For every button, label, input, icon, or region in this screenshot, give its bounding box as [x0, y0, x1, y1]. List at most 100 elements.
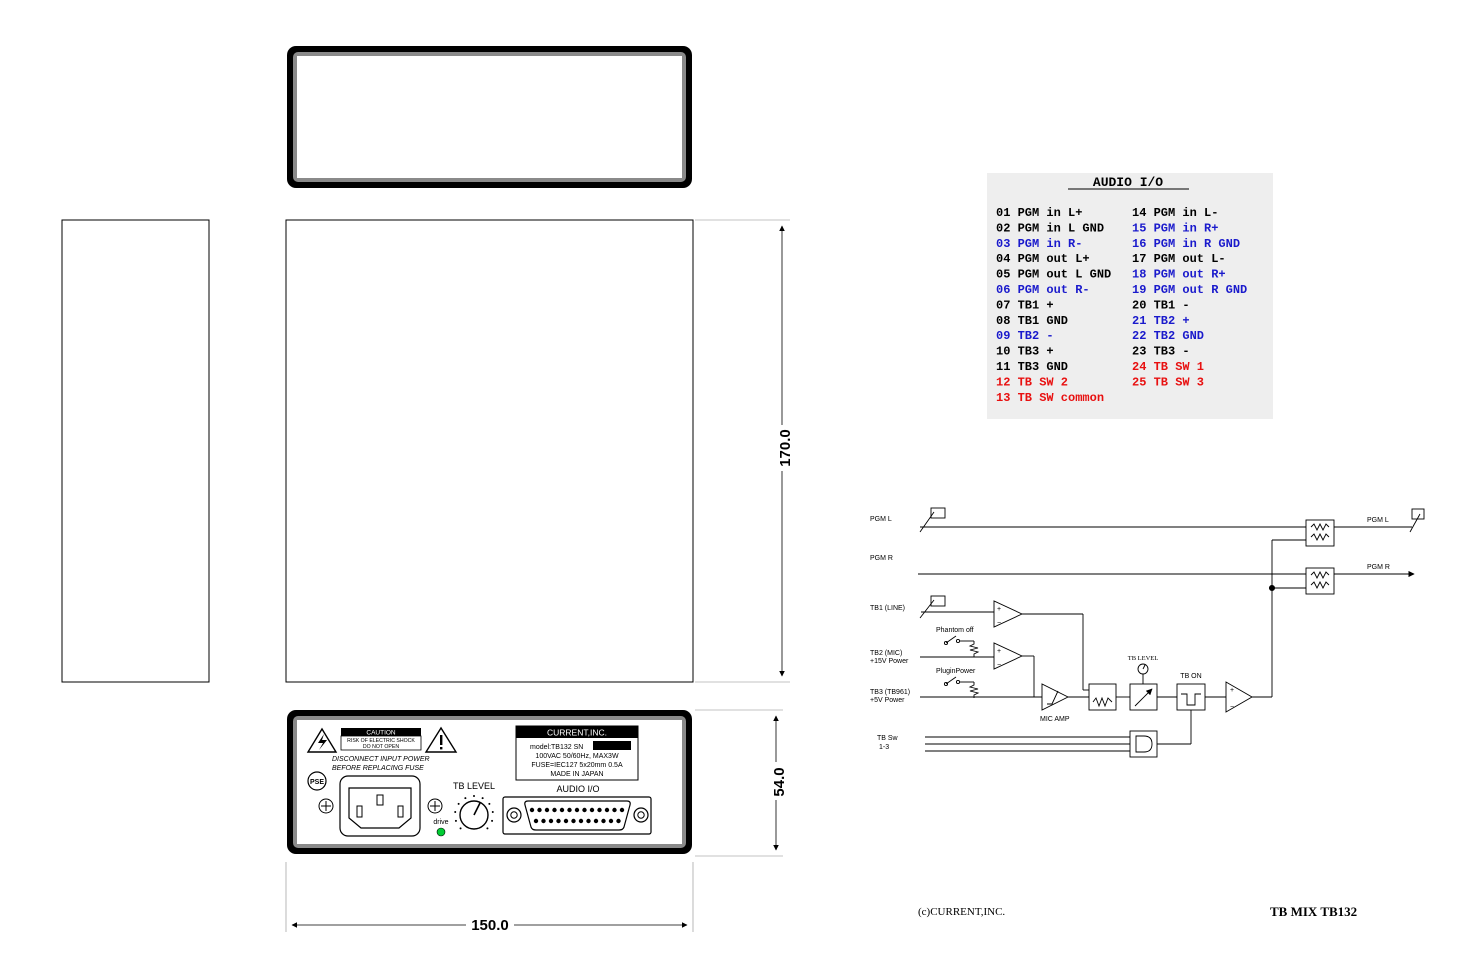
- db25-pin: [571, 818, 576, 824]
- dimension-width-label: 150.0: [471, 917, 509, 934]
- iec-power-inlet: [339, 775, 421, 837]
- pinout-row: 05 PGM out L GND: [996, 268, 1111, 282]
- main-view-outline: [285, 219, 694, 683]
- pinout-row: 11 TB3 GND: [996, 360, 1068, 374]
- tb1-amp-minus: −: [997, 620, 1001, 627]
- copyright-label: (c)CURRENT,INC.: [918, 906, 1005, 918]
- db25-pin: [619, 807, 625, 813]
- pgm-l-input-label: PGM L: [870, 516, 892, 523]
- pgm-r-output-label: PGM R: [1367, 564, 1390, 571]
- phantom-switch-icon: [943, 635, 980, 657]
- disconnect-line-2: BEFORE REPLACING FUSE: [332, 765, 424, 772]
- tb-on-gate-block: [1176, 683, 1206, 711]
- caution-line-2: DO NOT OPEN: [363, 744, 399, 750]
- rear-panel: CAUTION RISK OF ELECTRIC SHOCK DO NOT OP…: [287, 710, 692, 854]
- knob-scale-dot: [473, 795, 475, 797]
- tb-level-panel-label: TB LEVEL: [453, 781, 495, 791]
- audio-io-panel-label: AUDIO I/O: [556, 784, 599, 794]
- pinout-row: 23 TB3 -: [1132, 345, 1190, 359]
- db25-pin: [529, 807, 535, 813]
- pinout-row: 08 TB1 GND: [996, 314, 1068, 328]
- db25-pin: [533, 818, 539, 824]
- knob-scale-dot: [486, 827, 489, 830]
- db25-pin: [582, 807, 587, 813]
- pinout-row: 07 TB1 +: [996, 298, 1054, 312]
- pinout-row: 17 PGM out L-: [1132, 252, 1226, 266]
- db25-pin: [608, 818, 614, 824]
- pinout-row: 20 TB1 -: [1132, 298, 1190, 312]
- pinout-row: 15 PGM in R+: [1132, 221, 1218, 235]
- db25-pin: [612, 807, 617, 813]
- db25-pin: [578, 818, 584, 824]
- knob-scale-dot: [464, 797, 467, 800]
- drive-led: [436, 827, 446, 837]
- db25-pin: [574, 807, 580, 813]
- tb2-amp-minus: −: [997, 662, 1001, 669]
- tb-mixer-block: [1088, 683, 1117, 711]
- knob-scale-dot: [488, 802, 491, 805]
- pgm-l-mixer-block: [1305, 519, 1335, 547]
- db25-pin: [593, 818, 599, 824]
- db25-pin: [541, 818, 546, 824]
- tb-level-vca-block: [1129, 683, 1158, 711]
- tb-output-amp-plus: +: [1230, 687, 1234, 694]
- side-view-outline: [61, 219, 210, 683]
- knob-scale-dot: [454, 819, 457, 822]
- tb1-connector-icon: [919, 595, 946, 619]
- pse-mark-text: PSE: [310, 779, 324, 786]
- dimension-height-label: 170.0: [777, 429, 794, 467]
- pinout-row: 16 PGM in R GND: [1132, 237, 1240, 251]
- tb-on-label: TB ON: [1180, 673, 1201, 680]
- pinout-row: 25 TB SW 3: [1132, 375, 1204, 389]
- pinout-row: 06 PGM out R-: [996, 283, 1090, 297]
- pgm-l-output-label: PGM L: [1367, 517, 1389, 524]
- top-view-panel: [287, 46, 692, 188]
- caution-title: CAUTION: [366, 730, 396, 737]
- rating-label-power: 100VAC 50/60Hz, MAX3W: [535, 753, 619, 760]
- pinout-row: 18 PGM out R+: [1132, 268, 1226, 282]
- pinout-row: 10 TB3 +: [996, 345, 1054, 359]
- db25-pin: [548, 818, 554, 824]
- pgm-r-input-label: PGM R: [870, 555, 893, 562]
- tb2-label-line2: +15V Power: [870, 658, 909, 665]
- tb3-label-line2: +5V Power: [870, 697, 905, 704]
- pinout-title: AUDIO I/O: [1093, 175, 1163, 190]
- pinout-row: 01 PGM in L+: [996, 206, 1082, 220]
- pinout-row: 13 TB SW common: [996, 391, 1104, 405]
- dimension-height: 170.0: [695, 219, 794, 683]
- pinout-row: 14 PGM in L-: [1132, 206, 1218, 220]
- screw-right-icon: [427, 798, 443, 814]
- plugin-power-label: PluginPower: [936, 668, 976, 675]
- db25-pin: [589, 807, 595, 813]
- knob-scale-dot: [454, 811, 457, 814]
- db25-pin: [559, 807, 565, 813]
- tb1-label: TB1 (LINE): [870, 605, 905, 612]
- product-title: TB MIX TB132: [1270, 904, 1357, 919]
- pinout-row: 09 TB2 -: [996, 329, 1054, 343]
- lightning-warning-icon: [306, 727, 338, 753]
- pinout-row: 12 TB SW 2: [996, 375, 1068, 389]
- pse-mark-icon: PSE: [307, 771, 327, 791]
- pinout-row: 22 TB2 GND: [1132, 329, 1204, 343]
- dimension-width: 150.0: [285, 862, 694, 934]
- screw-left-icon: [318, 798, 334, 814]
- knob-scale-dot: [491, 811, 494, 814]
- tb1-amp-plus: +: [997, 606, 1001, 613]
- pinout-row: 02 PGM in L GND: [996, 221, 1104, 235]
- dimension-depth: 54.0: [695, 709, 788, 857]
- caution-warning-icon: [424, 726, 458, 753]
- tb2-amp-plus: +: [997, 648, 1001, 655]
- knob-scale-dot: [459, 827, 462, 830]
- tb-sw-or-gate-block: [1129, 730, 1158, 758]
- db25-pin: [563, 818, 569, 824]
- pgm-r-mixer-block: [1305, 567, 1335, 595]
- knob-scale-dot: [457, 802, 460, 805]
- db25-pin: [616, 818, 621, 824]
- pinout-row: 04 PGM out L+: [996, 252, 1090, 266]
- db25-pin: [556, 818, 561, 824]
- db25-pin: [597, 807, 602, 813]
- db25-pin: [544, 807, 550, 813]
- db25-pin: [604, 807, 610, 813]
- mic-amp-block: [1041, 683, 1070, 711]
- knob-scale-dot: [491, 819, 494, 822]
